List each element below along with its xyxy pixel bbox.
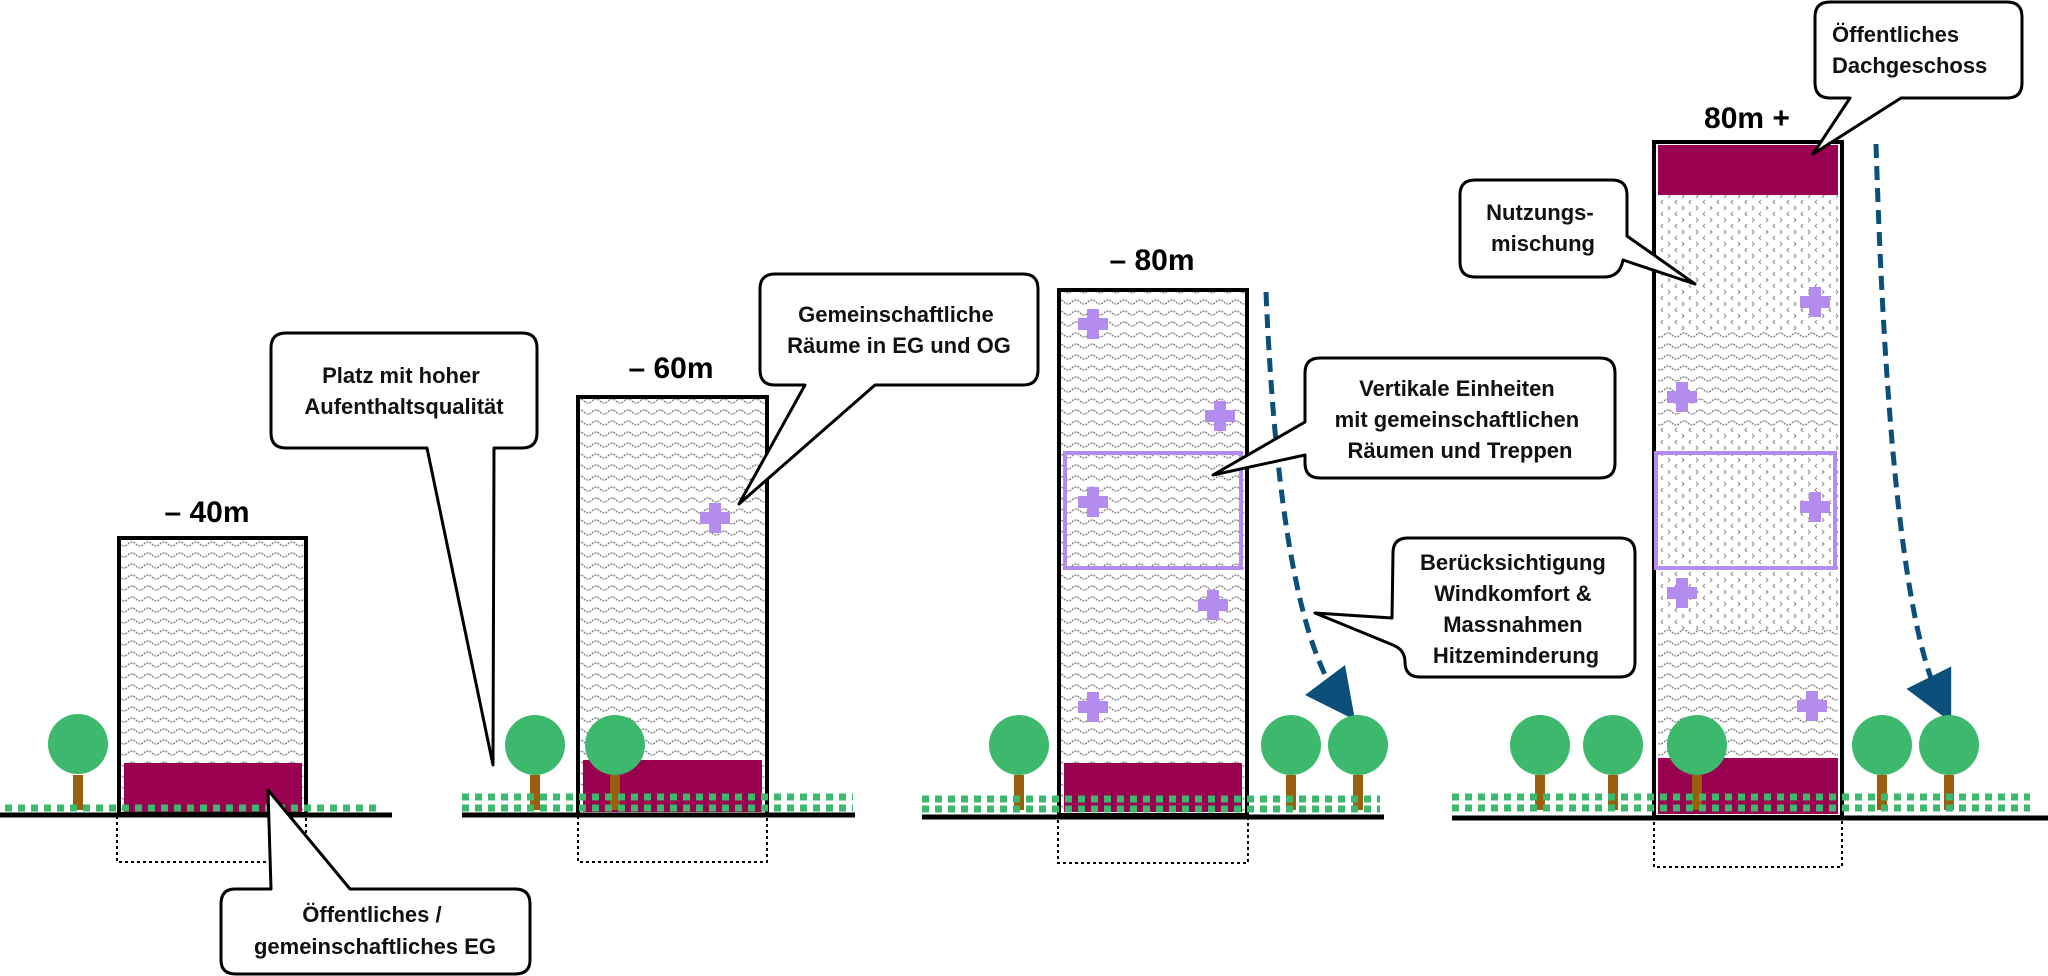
tree-trunk — [73, 775, 83, 810]
callout-public-ground-floor: Öffentliches / gemeinschaftliches EG — [219, 788, 532, 976]
basement-outline-80m-plus — [1653, 816, 1843, 868]
callout-line: Platz mit hoher — [322, 363, 480, 388]
community-cross — [1078, 487, 1108, 517]
callout-line: Vertikale Einheiten — [1359, 376, 1555, 401]
basement-outline-60m — [577, 814, 768, 863]
callout-line: mischung — [1491, 231, 1595, 256]
callout-line: Massnahmen — [1443, 612, 1582, 637]
tree-crown — [1583, 715, 1643, 775]
svg-text:Gemeinschaftliche Räume: Gemeinschaftliche Räume in EG und OG — [787, 302, 1011, 358]
callout-line: Aufenthaltsqualität — [304, 394, 504, 419]
callout-line: gemeinschaftliches EG — [254, 934, 496, 959]
basement-outline-80m — [1057, 814, 1249, 864]
tree-trunk — [1535, 775, 1545, 810]
tree-crown — [1667, 715, 1727, 775]
tree-crown — [1328, 715, 1388, 775]
community-cross — [1797, 691, 1827, 721]
svg-text:Vertikale Einheiten mit: Vertikale Einheiten mit gemeinschaftlich… — [1335, 376, 1586, 463]
callout-vertical-units: Vertikale Einheiten mit gemeinschaftlich… — [1211, 356, 1617, 480]
callout-line: Windkomfort & — [1434, 581, 1592, 606]
callout-line: Berücksichtigung — [1420, 550, 1606, 575]
vertical-unit-frame-80m — [1063, 451, 1243, 570]
wind-arrow-80m — [1263, 291, 1355, 721]
tree-trunk — [1608, 775, 1618, 810]
callout-line: Öffentliches / — [302, 902, 441, 927]
svg-text:Berücksichtigung Windkom: Berücksichtigung Windkomfort & Massnahme… — [1420, 550, 1612, 668]
community-cross — [1078, 309, 1108, 339]
callout-public-roof: Öffentliches Dachgeschoss — [1811, 0, 2024, 156]
tree — [1852, 715, 1912, 810]
tree-crown — [48, 714, 108, 774]
height-label-40m: – 40m — [164, 496, 249, 529]
tree-trunk — [1353, 775, 1363, 810]
building-60m: – 60m — [462, 352, 855, 863]
tree-crown — [1852, 715, 1912, 775]
tree-crown — [989, 715, 1049, 775]
tree — [48, 714, 108, 810]
tree-trunk — [1944, 775, 1954, 810]
callout-line: Dachgeschoss — [1832, 53, 1987, 78]
height-label-60m: – 60m — [628, 352, 713, 385]
community-cross — [1667, 382, 1697, 412]
tree — [1510, 715, 1570, 810]
callout-mixed-use: Nutzungs- mischung — [1458, 178, 1697, 286]
tree — [1261, 715, 1321, 810]
svg-text:Nutzungs- mischung: Nutzungs- mischung — [1486, 200, 1600, 256]
tree-crown — [1261, 715, 1321, 775]
public-ground-floor-80m — [1064, 763, 1242, 812]
svg-text:Platz mit hoher Aufentha: Platz mit hoher Aufenthaltsqualität — [304, 363, 504, 419]
tree-crown — [1510, 715, 1570, 775]
vertical-unit-frame-80m-plus — [1654, 451, 1837, 570]
callout-line: Räume in EG und OG — [787, 333, 1011, 358]
callout-line: Öffentliches — [1832, 22, 1959, 47]
callout-line: Nutzungs- — [1486, 200, 1594, 225]
callout-public-square: Platz mit hoher Aufenthaltsqualität — [269, 331, 539, 767]
community-cross — [700, 503, 730, 533]
tree — [505, 715, 565, 810]
callout-line: mit gemeinschaftlichen — [1335, 407, 1580, 432]
housing-zone — [1658, 330, 1838, 427]
tree — [1583, 715, 1643, 810]
building-80m-plus: 80m + — [1452, 102, 2048, 868]
tree-crown — [1919, 715, 1979, 775]
tree-trunk — [1877, 775, 1887, 810]
tree-crown — [505, 715, 565, 775]
svg-text:Öffentliches Dachgeschos: Öffentliches Dachgeschoss — [1832, 22, 1987, 78]
community-cross — [1205, 401, 1235, 431]
tree-trunk — [1014, 775, 1024, 810]
height-label-80m: – 80m — [1109, 244, 1194, 277]
community-cross — [1078, 692, 1108, 722]
callout-community-rooms: Gemeinschaftliche Räume in EG und OG — [737, 272, 1040, 506]
tree — [1919, 715, 1979, 810]
public-roof-floor — [1658, 145, 1838, 195]
community-cross — [1667, 578, 1697, 608]
tree-trunk — [530, 775, 540, 810]
callout-line: Hitzeminderung — [1433, 643, 1599, 668]
building-80m-body — [1057, 288, 1249, 817]
building-80m: – 80m — [922, 244, 1388, 864]
callout-line: Räumen und Treppen — [1348, 438, 1573, 463]
community-cross — [1800, 287, 1830, 317]
tree-trunk — [610, 775, 620, 810]
tree-trunk — [1286, 775, 1296, 810]
tree-trunk — [1692, 775, 1702, 810]
svg-text:Öffentliches / gemeinsch: Öffentliches / gemeinschaftliches EG — [254, 902, 496, 959]
wind-arrow-80m-plus — [1873, 143, 1952, 723]
tree — [989, 715, 1049, 810]
tree — [1328, 715, 1388, 810]
callout-line: Gemeinschaftliche — [798, 302, 994, 327]
tree — [1667, 715, 1727, 810]
height-label-80m-plus: 80m + — [1704, 102, 1790, 135]
callout-wind-heat: Berücksichtigung Windkomfort & Massnahme… — [1313, 536, 1637, 679]
tree — [585, 715, 645, 810]
building-40m: – 40m — [0, 496, 392, 863]
community-cross — [1198, 590, 1228, 620]
tree-crown — [585, 715, 645, 775]
community-cross — [1800, 492, 1830, 522]
